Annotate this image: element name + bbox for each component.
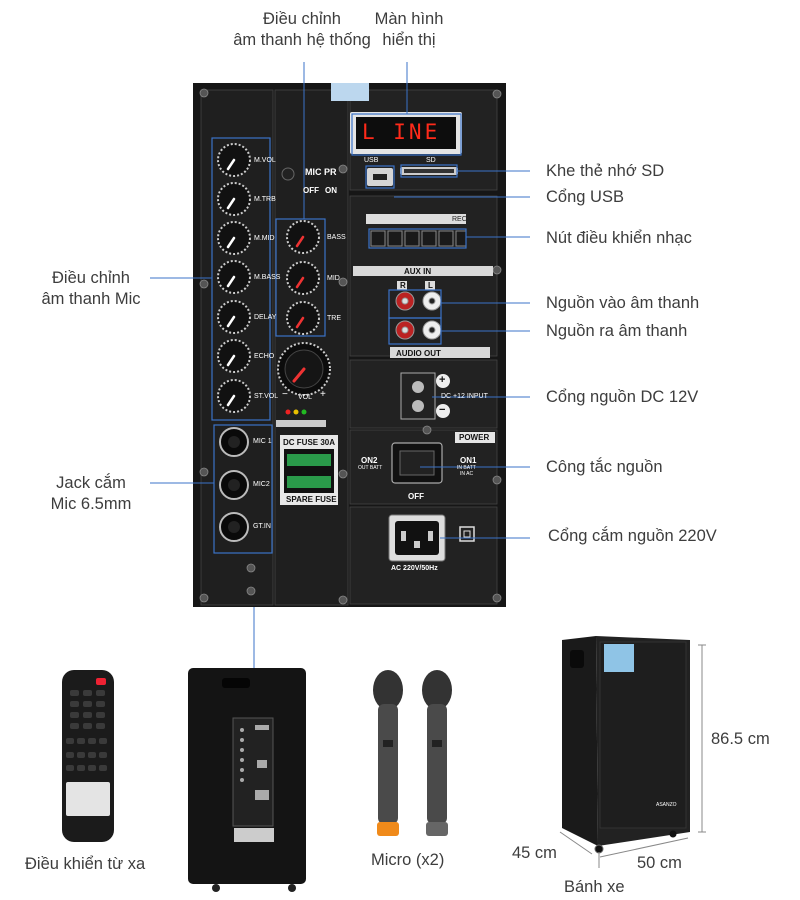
dc-minus: − [439, 404, 446, 416]
mic-knobs [217, 143, 251, 413]
dc-input-label: DC +12 INPUT [441, 393, 488, 400]
audio-out-label: AUDIO OUT [396, 349, 441, 358]
callout-system-sound-line2: âm thanh hệ thống [233, 31, 371, 49]
callout-mic-sound-line1: Điều chỉnh [52, 269, 130, 287]
callout-mic-sound: Điều chỉnh âm thanh Mic [36, 268, 146, 310]
system-knobs [277, 220, 331, 396]
vol-plus: + [320, 389, 326, 400]
brand-label: ASANZO [656, 802, 677, 808]
mic2-label: MIC2 [253, 481, 270, 488]
callout-mic-jack-line1: Jack cắm [56, 474, 126, 492]
knob-label-delay: DELAY [254, 314, 277, 321]
callout-power-switch: Công tắc nguồn [546, 458, 663, 476]
aux-in-label: AUX IN [404, 267, 432, 276]
callout-dc-port: Cổng nguồn DC 12V [546, 388, 699, 406]
aux-l-label: L [428, 281, 433, 290]
mic-pr-label: MIC PR [305, 167, 337, 177]
knob-label-mtrb: M.TRB [254, 196, 276, 203]
ac-label: AC 220V/50Hz [391, 565, 438, 572]
knob-label-bass: BASS [327, 234, 346, 241]
callout-sd-slot: Khe thẻ nhớ SD [546, 162, 665, 180]
callout-mic-jack: Jack cắm Mic 6.5mm [36, 473, 146, 515]
callout-system-sound: Điều chỉnh âm thanh hệ thống [222, 9, 382, 51]
mic-pr-off: OFF [303, 186, 319, 195]
display-screen [356, 117, 456, 149]
music-buttons [370, 230, 467, 247]
callout-display: Màn hình hiển thị [369, 9, 449, 51]
display-text: L INE [362, 120, 441, 144]
callout-display-line2: hiển thị [382, 31, 436, 49]
wheels-label: Bánh xe [564, 878, 625, 896]
knob-label-mid: MID [327, 275, 340, 282]
width-label: 50 cm [637, 854, 682, 872]
in-ac-label: IN AC [460, 471, 474, 477]
sd-label: SD [426, 157, 436, 164]
mic1-label: MIC 1 [253, 438, 272, 445]
callout-mic-jack-line2: Mic 6.5mm [50, 495, 132, 513]
callout-audio-out: Nguồn ra âm thanh [546, 322, 688, 340]
knob-label-stvol: ST.VOL [254, 393, 279, 400]
vol-label: VOL [298, 394, 313, 401]
callout-mic-sound-line2: âm thanh Mic [41, 290, 141, 308]
out-batt-label: OUT BATT [358, 465, 383, 471]
usb-label: USB [364, 157, 379, 164]
spare-fuse-label: SPARE FUSE [286, 495, 337, 504]
in-batt-label: IN BATT [457, 465, 476, 471]
callout-audio-in: Nguồn vào âm thanh [546, 294, 700, 312]
callout-usb-port: Cổng USB [546, 188, 624, 206]
dc-plus: + [439, 374, 446, 386]
dc-fuse-label: DC FUSE 30A [283, 438, 336, 447]
knob-label-mbass: M.BASS [254, 274, 281, 281]
speaker-back-view [188, 668, 306, 892]
micro-label: Micro (x2) [371, 851, 445, 869]
callout-display-line1: Màn hình [374, 10, 444, 28]
off-label: OFF [408, 492, 424, 501]
callout-ac-port: Cổng cắm nguồn 220V [548, 527, 717, 545]
power-label: POWER [459, 433, 490, 442]
vol-minus: − [282, 389, 288, 400]
height-label: 86.5 cm [711, 730, 770, 748]
on2-label: ON2 [361, 456, 378, 465]
on1-label: ON1 [460, 456, 477, 465]
depth-label: 45 cm [512, 844, 557, 862]
remote-control [62, 670, 114, 842]
callout-music-buttons: Nút điều khiển nhạc [546, 229, 692, 247]
mic-pr-on: ON [325, 186, 337, 195]
knob-label-mmid: M.MID [254, 235, 275, 242]
aux-r-label: R [400, 281, 406, 290]
microphones [373, 670, 452, 836]
gtin-label: GT.IN [253, 523, 271, 530]
callout-system-sound-line1: Điều chỉnh [263, 10, 341, 28]
speaker-front-view [562, 636, 690, 854]
remote-label: Điều khiển từ xa [25, 855, 146, 873]
rec-label: REC [452, 216, 467, 223]
knob-label-tre: TRE [327, 315, 341, 322]
knob-label-echo: ECHO [254, 353, 275, 360]
knob-label-mvol: M.VOL [254, 157, 276, 164]
